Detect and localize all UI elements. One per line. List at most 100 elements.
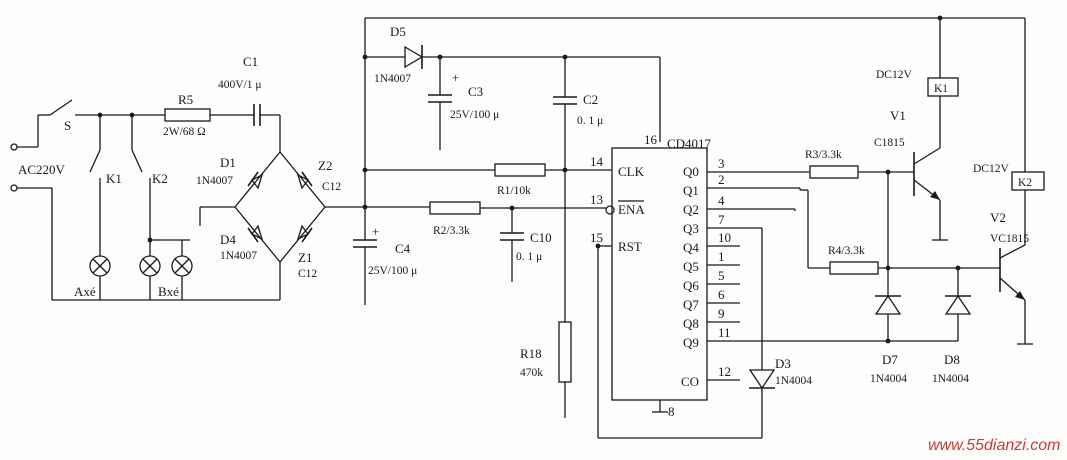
d7-value: 1N4004 bbox=[870, 373, 907, 385]
r4-label: R4/3.3k bbox=[828, 245, 865, 257]
k2-coil-label: K2 bbox=[1018, 177, 1032, 189]
c10-label: C10 bbox=[530, 230, 552, 245]
c4-plus: + bbox=[372, 224, 379, 239]
k2-label: K2 bbox=[152, 171, 168, 186]
c4-capacitor bbox=[353, 239, 377, 248]
c4-label: C4 bbox=[395, 241, 411, 256]
dc12v-2: DC12V bbox=[973, 163, 1009, 175]
c1-capacitor bbox=[253, 104, 261, 126]
pin-ena: ENA bbox=[618, 202, 645, 217]
c3-value: 25V/100 μ bbox=[450, 109, 499, 121]
r18-label: R18 bbox=[520, 346, 542, 361]
v2-transistor bbox=[999, 244, 1026, 301]
d5-label: D5 bbox=[390, 24, 406, 39]
v2-label: V2 bbox=[990, 210, 1006, 225]
z2-value: C12 bbox=[322, 181, 341, 193]
d8-value: 1N4004 bbox=[932, 373, 969, 385]
v2-value: VC1815 bbox=[990, 233, 1029, 245]
d4-value: 1N4007 bbox=[220, 250, 257, 262]
out-q5: Q5 bbox=[683, 259, 699, 274]
out-q6: Q6 bbox=[683, 278, 699, 293]
d5-diode bbox=[404, 45, 424, 69]
relay-contact-k1 bbox=[89, 115, 101, 256]
d1-label: D1 bbox=[220, 155, 236, 170]
lamp-b1 bbox=[139, 255, 161, 277]
c10-value: 0. 1 μ bbox=[516, 251, 542, 263]
k2-relay-coil bbox=[1011, 171, 1045, 191]
z1-label: Z1 bbox=[298, 250, 312, 265]
switch-s bbox=[38, 99, 100, 116]
v1-label: V1 bbox=[890, 108, 906, 123]
ac-label: AC220V bbox=[18, 162, 66, 177]
c10-capacitor bbox=[500, 232, 524, 241]
d1-value: 1N4007 bbox=[196, 175, 233, 187]
r5-resistor bbox=[164, 108, 211, 122]
out-q1: Q1 bbox=[683, 183, 699, 198]
pin-4: 4 bbox=[718, 193, 725, 208]
ic-name: CD4017 bbox=[667, 136, 712, 151]
pin-14: 14 bbox=[590, 154, 604, 169]
c3-label: C3 bbox=[468, 84, 483, 99]
pin-13: 13 bbox=[590, 192, 603, 207]
c3-plus: + bbox=[452, 70, 459, 85]
c1-label: C1 bbox=[243, 54, 258, 69]
pin-5: 5 bbox=[718, 268, 725, 283]
k1-coil-label: K1 bbox=[934, 83, 948, 95]
v1-transistor bbox=[913, 147, 941, 201]
out-q7: Q7 bbox=[683, 297, 699, 312]
c2-value: 0. 1 μ bbox=[577, 115, 603, 127]
pin-8: 8 bbox=[668, 404, 675, 419]
k1-relay-coil bbox=[927, 77, 959, 97]
z1-value: C12 bbox=[298, 268, 317, 280]
out-q4: Q4 bbox=[683, 240, 699, 255]
d7-diode bbox=[874, 294, 902, 315]
pin-15: 15 bbox=[590, 230, 603, 245]
pin-10: 10 bbox=[718, 230, 731, 245]
c3-capacitor bbox=[428, 94, 452, 103]
pin-16: 16 bbox=[644, 132, 658, 147]
r1-label: R1/10k bbox=[497, 185, 531, 197]
r18-resistor bbox=[558, 321, 572, 383]
d5-value: 1N4007 bbox=[374, 73, 411, 85]
r3-resistor bbox=[809, 165, 859, 179]
z2-label: Z2 bbox=[318, 158, 332, 173]
relay-contact-k2 bbox=[131, 115, 151, 240]
ena-inverter-bubble bbox=[605, 205, 615, 215]
out-q2: Q2 bbox=[683, 202, 699, 217]
lamp-b-label: Bxé bbox=[158, 284, 179, 299]
c1-value: 400V/1 μ bbox=[218, 79, 262, 91]
r2-label: R2/3.3k bbox=[433, 225, 470, 237]
r4-resistor bbox=[829, 261, 879, 275]
bridge-rectifier bbox=[234, 151, 326, 263]
r5-label: R5 bbox=[178, 92, 193, 107]
pin-11: 11 bbox=[718, 325, 731, 340]
out-q3: Q3 bbox=[683, 221, 699, 236]
v1-value: C1815 bbox=[874, 137, 905, 149]
pin-clk: CLK bbox=[618, 164, 645, 179]
out-q9: Q9 bbox=[683, 335, 699, 350]
lamp-a-label: Axé bbox=[74, 284, 96, 299]
out-q0: Q0 bbox=[683, 164, 699, 179]
d3-label: D3 bbox=[775, 356, 791, 371]
d8-diode bbox=[944, 294, 972, 315]
d3-diode bbox=[748, 369, 776, 390]
pin-1: 1 bbox=[718, 249, 725, 264]
dc12v-1: DC12V bbox=[876, 69, 912, 81]
pin-12: 12 bbox=[718, 364, 731, 379]
r5-value: 2W/68 Ω bbox=[163, 126, 206, 138]
c2-label: C2 bbox=[583, 92, 598, 107]
pin-rst: RST bbox=[618, 239, 642, 254]
r1-resistor bbox=[494, 163, 546, 177]
d8-label: D8 bbox=[944, 352, 960, 367]
ac-input-terminals bbox=[10, 115, 53, 300]
out-co: CO bbox=[681, 374, 699, 389]
r2-resistor bbox=[429, 201, 481, 215]
lamp-b2 bbox=[171, 255, 193, 277]
c4-value: 25V/100 μ bbox=[368, 265, 417, 277]
pin-6: 6 bbox=[718, 287, 725, 302]
pin-3: 3 bbox=[718, 156, 725, 171]
k1-label: K1 bbox=[106, 171, 122, 186]
pin-2: 2 bbox=[718, 172, 725, 187]
